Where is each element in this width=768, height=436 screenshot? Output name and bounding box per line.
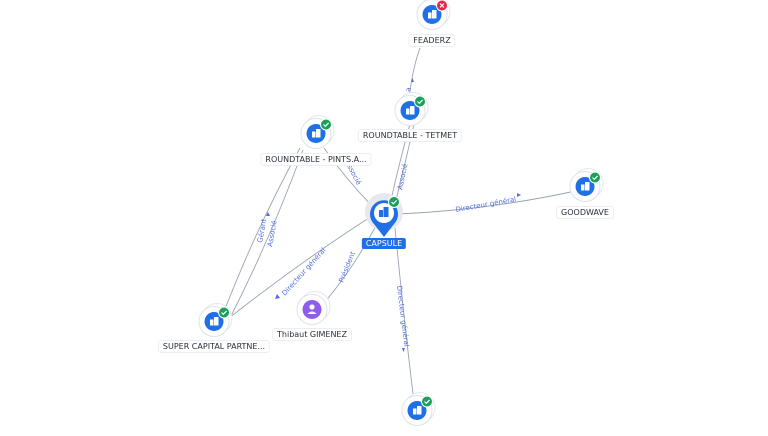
node-label-tetmet[interactable]: ROUNDTABLE - TETMET: [358, 130, 462, 141]
person-icon: [307, 304, 317, 314]
edge-arrow-pints-supercap: [266, 212, 270, 216]
edge-capsule-supercap: [223, 215, 373, 323]
check-badge-icon: [589, 171, 601, 184]
edge-label-tetmet-feaderz: a: [404, 87, 413, 93]
edge-capsule-pints: [323, 147, 373, 207]
node-label-goodwave[interactable]: GOODWAVE: [557, 207, 613, 218]
edge-pints-supercap-2: [227, 149, 304, 323]
edge-arrow-bottom: [402, 348, 405, 352]
edge-capsule-bottom: [394, 227, 416, 411]
building-icon: [406, 106, 415, 115]
edge-label-pints-supercap-2: Associé: [266, 220, 278, 247]
node-tetmet[interactable]: [390, 91, 430, 136]
edge-label-capsule-thibaut: Président: [337, 250, 357, 284]
node-supercap[interactable]: [194, 302, 234, 347]
edge-arrow-goodwave: [517, 193, 521, 197]
check-badge-icon: [218, 306, 230, 319]
building-icon: [210, 317, 219, 326]
node-feaderz[interactable]: [412, 0, 452, 40]
edge-pints-supercap: [219, 147, 301, 323]
node-bottom[interactable]: [397, 391, 437, 436]
edge-arrow-tetmet: [411, 78, 414, 82]
building-icon: [312, 129, 321, 138]
edge-label-capsule-goodwave: Directeur général: [455, 195, 517, 214]
building-icon: [413, 406, 422, 415]
node-label-capsule[interactable]: CAPSULE: [361, 238, 407, 249]
edge-arrow-supercap: [275, 294, 280, 299]
node-label-thibaut[interactable]: Thibaut GIMENEZ: [273, 329, 351, 340]
edge-label-capsule-bottom: Directeur général: [395, 285, 410, 347]
node-label-feaderz[interactable]: FEADERZ: [409, 35, 455, 46]
building-icon: [428, 10, 437, 19]
node-capsule[interactable]: [365, 193, 403, 237]
check-badge-icon: [388, 196, 400, 208]
check-badge-icon: [421, 395, 433, 408]
edge-label-capsule-tetmet: Associé: [396, 163, 409, 191]
node-goodwave[interactable]: [565, 167, 605, 212]
check-badge-icon: [414, 95, 426, 108]
node-pints[interactable]: [296, 114, 336, 159]
node-label-pints[interactable]: ROUNDTABLE - PINTS.A...: [261, 154, 371, 165]
building-icon: [581, 182, 590, 191]
building-icon: [379, 207, 389, 217]
close-badge-icon: [436, 0, 448, 12]
node-label-supercap[interactable]: SUPER CAPITAL PARTNE...: [158, 341, 270, 352]
edge-capsule-goodwave: [397, 189, 581, 215]
check-badge-icon: [320, 118, 332, 131]
node-thibaut[interactable]: [292, 290, 332, 335]
